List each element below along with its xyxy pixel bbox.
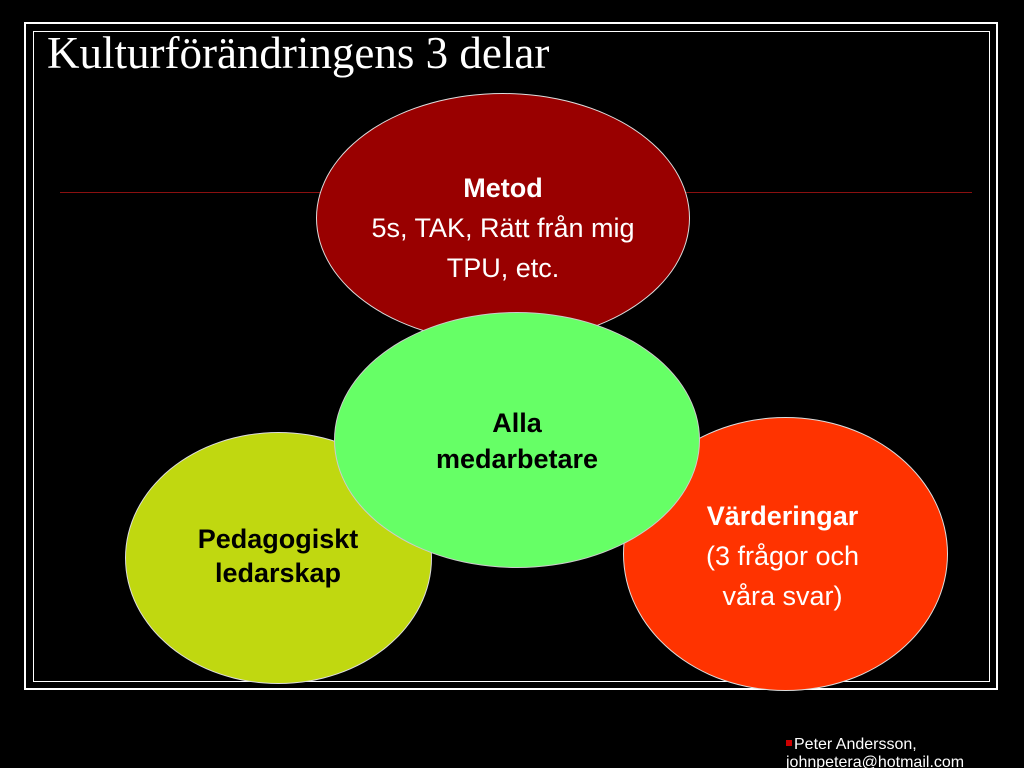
alla-label: Alla medarbetare (334, 405, 700, 477)
alla-line-1: Alla (492, 408, 542, 438)
slide-frame-inner (33, 31, 990, 682)
square-bullet-icon (786, 740, 792, 747)
varderingar-label: Värderingar (3 frågor och våra svar) (660, 496, 905, 616)
varderingar-line-1: (3 frågor och (705, 541, 860, 571)
slide-title: Kulturförändringens 3 delar (47, 28, 550, 78)
varderingar-line-2: våra svar) (722, 581, 843, 611)
metod-line-2: TPU, etc. (446, 253, 560, 283)
metod-line-1: 5s, TAK, Rätt från mig (371, 213, 635, 243)
alla-ellipse (334, 312, 700, 568)
metod-label: Metod 5s, TAK, Rätt från mig TPU, etc. (316, 168, 690, 288)
pedagogiskt-label: Pedagogiskt ledarskap (148, 522, 408, 590)
footer-credit: Peter Andersson, johnpetera@hotmail.com (786, 736, 964, 768)
alla-line-2: medarbetare (435, 444, 599, 474)
pedagogiskt-line-2: ledarskap (214, 558, 342, 588)
pedagogiskt-line-1: Pedagogiskt (197, 524, 359, 554)
metod-ellipse (316, 93, 690, 343)
footer-line-1: Peter Andersson, (794, 736, 917, 753)
footer-line-1-row: Peter Andersson, (786, 736, 917, 753)
slide-frame-outer (24, 22, 998, 690)
varderingar-heading: Värderingar (706, 501, 859, 531)
metod-heading: Metod (463, 173, 543, 203)
footer-line-2: johnpetera@hotmail.com (786, 754, 965, 768)
